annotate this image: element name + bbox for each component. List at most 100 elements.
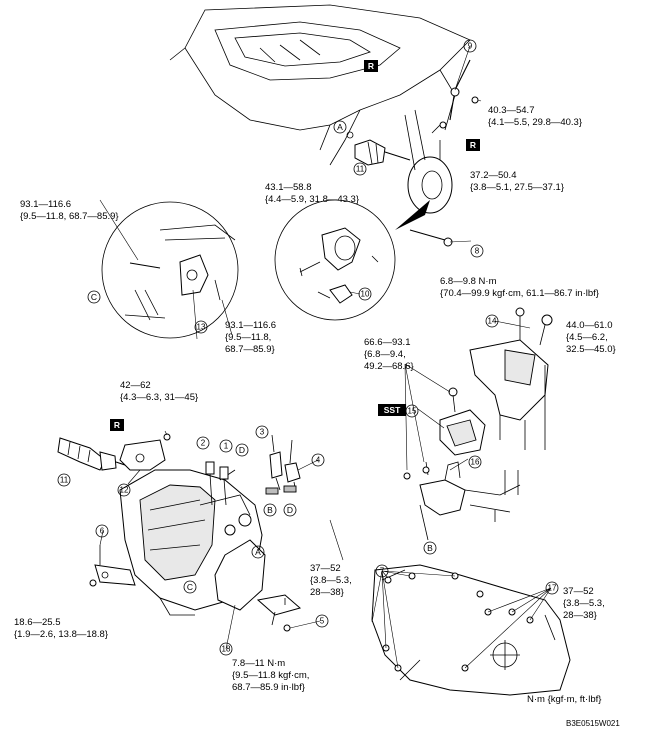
letter-d-upper: D bbox=[235, 443, 249, 457]
svg-text:37—52: 37—52 bbox=[563, 586, 594, 597]
torque-label-5: 7.8—11 N·m {9.5—11.8 kgf·cm, 68.7—85.9 i… bbox=[232, 658, 309, 693]
torque-label-7: 37—52 {3.8—5.3, 28—38} bbox=[310, 563, 352, 598]
svg-text:7: 7 bbox=[380, 567, 385, 576]
svg-text:28—38}: 28—38} bbox=[310, 587, 344, 598]
svg-text:93.1—116.6: 93.1—116.6 bbox=[20, 199, 71, 210]
callout-5: 5 bbox=[315, 614, 329, 628]
svg-text:1: 1 bbox=[224, 442, 229, 451]
letter-a-transaxle: A bbox=[251, 545, 265, 559]
svg-text:18.6—25.5: 18.6—25.5 bbox=[14, 617, 60, 628]
knuckle-assembly bbox=[404, 109, 453, 247]
callout-11-top: 11 bbox=[353, 162, 367, 176]
letter-b-mount: B bbox=[423, 541, 437, 555]
svg-text:37.2—50.4: 37.2—50.4 bbox=[470, 170, 516, 181]
svg-text:{3.8—5.3,: {3.8—5.3, bbox=[310, 575, 352, 586]
mount-bracket-16 bbox=[419, 461, 521, 541]
wiring-bracket bbox=[256, 594, 302, 632]
svg-text:28—38}: 28—38} bbox=[563, 610, 597, 621]
svg-text:B: B bbox=[267, 505, 273, 515]
svg-text:D: D bbox=[239, 445, 245, 455]
svg-text:49.2—68.6}: 49.2—68.6} bbox=[364, 361, 414, 372]
callout-14: 14 bbox=[485, 314, 499, 328]
svg-text:32.5—45.0}: 32.5—45.0} bbox=[566, 344, 616, 355]
svg-text:3: 3 bbox=[260, 428, 265, 437]
svg-text:68.7—85.9 in·lbf}: 68.7—85.9 in·lbf} bbox=[232, 682, 305, 693]
svg-text:66.6—93.1: 66.6—93.1 bbox=[364, 337, 410, 348]
sst-mark: SST bbox=[378, 404, 406, 416]
svg-text:93.1—116.6: 93.1—116.6 bbox=[225, 320, 276, 331]
torque-label-10: 43.1—58.8 {4.4—5.9, 31.8—43.3} bbox=[265, 182, 359, 205]
svg-text:16: 16 bbox=[471, 458, 480, 467]
callout-8: 8 bbox=[470, 244, 484, 258]
svg-text:{4.3—6.3, 31—45}: {4.3—6.3, 31—45} bbox=[120, 392, 198, 403]
torque-label-12: 42—62 {4.3—6.3, 31—45} bbox=[120, 380, 198, 403]
callout-18: 18 bbox=[219, 642, 233, 656]
replace-mark-2: R bbox=[466, 139, 480, 151]
drive-shaft-top bbox=[346, 131, 411, 166]
svg-text:SST: SST bbox=[384, 405, 401, 415]
svg-text:14: 14 bbox=[488, 317, 497, 326]
svg-text:12: 12 bbox=[120, 486, 129, 495]
svg-text:2: 2 bbox=[201, 439, 206, 448]
svg-text:17: 17 bbox=[548, 584, 557, 593]
svg-text:40.3—54.7: 40.3—54.7 bbox=[488, 105, 534, 116]
svg-text:13: 13 bbox=[197, 323, 206, 332]
svg-text:15: 15 bbox=[408, 407, 417, 416]
svg-text:{3.8—5.1, 27.5—37.1}: {3.8—5.1, 27.5—37.1} bbox=[470, 182, 564, 193]
replace-mark-3: R bbox=[110, 419, 124, 431]
torque-label-17: 37—52 {3.8—5.3, 28—38} bbox=[563, 586, 605, 621]
letter-b-transaxle: B bbox=[263, 503, 277, 517]
svg-text:5: 5 bbox=[320, 617, 325, 626]
svg-text:8: 8 bbox=[475, 247, 480, 256]
svg-text:{9.5—11.8, 68.7—85.9}: {9.5—11.8, 68.7—85.9} bbox=[20, 211, 119, 222]
leader-lines bbox=[99, 45, 552, 669]
callout-9: 9 bbox=[463, 39, 477, 53]
svg-text:6.8—9.8 N·m: 6.8—9.8 N·m bbox=[440, 276, 497, 287]
svg-text:{4.1—5.5, 29.8—40.3}: {4.1—5.5, 29.8—40.3} bbox=[488, 117, 582, 128]
svg-text:R: R bbox=[368, 61, 374, 71]
replace-mark-1: R bbox=[364, 60, 378, 72]
svg-text:{6.8—9.4,: {6.8—9.4, bbox=[364, 349, 406, 360]
svg-text:11: 11 bbox=[356, 165, 365, 174]
svg-text:B: B bbox=[427, 543, 433, 553]
callout-4: 4 bbox=[311, 453, 325, 467]
svg-text:43.1—58.8: 43.1—58.8 bbox=[265, 182, 311, 193]
switches-and-sensors bbox=[205, 434, 301, 506]
svg-text:68.7—85.9}: 68.7—85.9} bbox=[225, 344, 275, 355]
callout-17: 17 bbox=[545, 581, 559, 595]
torque-label-9: 40.3—54.7 {4.1—5.5, 29.8—40.3} bbox=[488, 105, 582, 128]
callout-13: 13 bbox=[194, 320, 208, 334]
svg-text:D: D bbox=[287, 505, 293, 515]
svg-text:4: 4 bbox=[316, 456, 321, 465]
svg-text:A: A bbox=[255, 547, 261, 557]
torque-label-13b: 93.1—116.6 {9.5—11.8, 68.7—85.9} bbox=[225, 320, 276, 355]
letter-d-lower: D bbox=[283, 503, 297, 517]
callout-2: 2 bbox=[196, 436, 210, 450]
torque-label-15: 66.6—93.1 {6.8—9.4, 49.2—68.6} bbox=[364, 337, 414, 372]
svg-text:37—52: 37—52 bbox=[310, 563, 341, 574]
callout-16: 16 bbox=[468, 455, 482, 469]
callout-7: 7 bbox=[375, 564, 389, 578]
transaxle-case bbox=[371, 564, 571, 696]
callout-10: 10 bbox=[358, 287, 372, 301]
callout-3: 3 bbox=[255, 425, 269, 439]
svg-text:11: 11 bbox=[60, 476, 69, 485]
transmission-mount bbox=[403, 387, 486, 480]
svg-text:{3.8—5.3,: {3.8—5.3, bbox=[563, 598, 605, 609]
svg-text:R: R bbox=[114, 420, 120, 430]
detail-circle-left bbox=[101, 201, 239, 339]
svg-text:18: 18 bbox=[222, 645, 231, 654]
torque-label-8: 37.2—50.4 {3.8—5.1, 27.5—37.1} bbox=[470, 170, 564, 193]
callout-6: 6 bbox=[95, 524, 109, 538]
callout-11-left: 11 bbox=[57, 473, 71, 487]
vehicle-speed-sensor bbox=[89, 545, 136, 587]
svg-text:44.0—61.0: 44.0—61.0 bbox=[566, 320, 612, 331]
svg-text:A: A bbox=[337, 122, 343, 132]
callout-12: 12 bbox=[117, 483, 131, 497]
letter-c-transaxle: C bbox=[183, 580, 197, 594]
svg-text:C: C bbox=[91, 292, 97, 302]
svg-text:42—62: 42—62 bbox=[120, 380, 151, 391]
torque-label-14a: 6.8—9.8 N·m {70.4—99.9 kgf·cm, 61.1—86.7… bbox=[440, 276, 599, 299]
